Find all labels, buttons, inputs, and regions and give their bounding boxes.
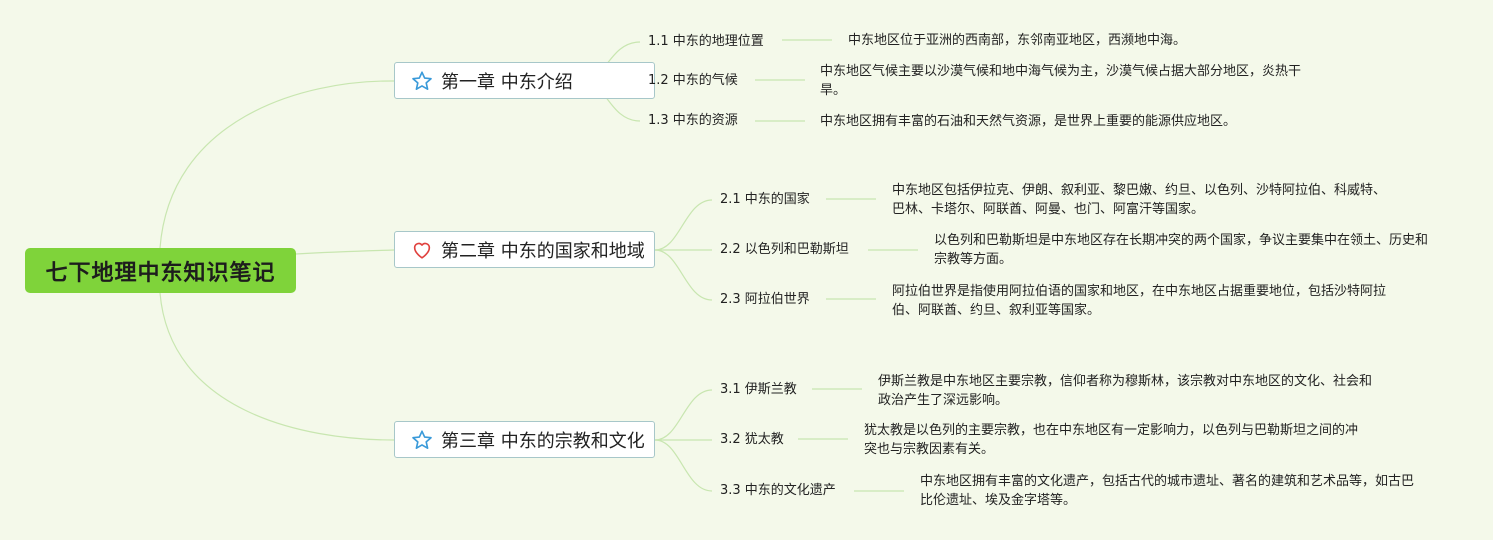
connector-ch3-s1 [654,389,713,441]
section-2-3-title[interactable]: 2.3 阿拉伯世界 [720,292,810,307]
chapter-2-node[interactable]: 第二章 中东的国家和地域 [394,231,655,268]
star-icon [411,70,433,92]
connector-root-ch2 [295,249,395,255]
section-3-3-title[interactable]: 3.3 中东的文化遗产 [720,483,836,498]
section-2-2-text: 以色列和巴勒斯坦是中东地区存在长期冲突的两个国家，争议主要集中在领土、历史和宗教… [934,233,1429,267]
chapter-1-node[interactable]: 第一章 中东介绍 [394,62,655,99]
section-3-2-text: 犹太教是以色列的主要宗教，也在中东地区有一定影响力，以色列与巴勒斯坦之间的冲突也… [864,423,1359,457]
section-1-2-text: 中东地区气候主要以沙漠气候和地中海气候为主，沙漠气候占据大部分地区，炎热干旱。 [820,64,1302,98]
connector-ch3-s3 [654,439,713,492]
section-1-1-title[interactable]: 1.1 中东的地理位置 [648,34,764,49]
chapter-3-node[interactable]: 第三章 中东的宗教和文化 [394,421,655,458]
connector-root-ch3 [159,292,395,441]
chapter-1-title: 第一章 中东介绍 [441,71,573,93]
section-3-2-title[interactable]: 3.2 犹太教 [720,432,784,447]
root-title: 七下地理中东知识笔记 [45,260,276,286]
section-3-3-text: 中东地区拥有丰富的文化遗产，包括古代的城市遗址、著名的建筑和艺术品等，如古巴比伦… [920,474,1415,508]
heart-icon [411,239,433,261]
connector-ch2-s1 [654,199,713,251]
section-1-2-title[interactable]: 1.2 中东的气候 [648,73,738,88]
section-1-3-text: 中东地区拥有丰富的石油和天然气资源，是世界上重要的能源供应地区。 [820,114,1237,129]
section-2-3-text: 阿拉伯世界是指使用阿拉伯语的国家和地区，在中东地区占据重要地位，包括沙特阿拉伯、… [892,284,1387,318]
connector-root-ch1 [159,80,395,249]
root-node[interactable]: 七下地理中东知识笔记 [25,248,296,293]
connector-ch2-s3 [654,249,713,301]
section-3-1-title[interactable]: 3.1 伊斯兰教 [720,382,797,397]
chapter-3-title: 第三章 中东的宗教和文化 [441,430,645,452]
star-icon [411,429,433,451]
section-2-1-text: 中东地区包括伊拉克、伊朗、叙利亚、黎巴嫩、约旦、以色列、沙特阿拉伯、科威特、巴林… [892,183,1387,217]
chapter-2-title: 第二章 中东的国家和地域 [441,240,645,262]
section-2-2-title[interactable]: 2.2 以色列和巴勒斯坦 [720,242,849,257]
section-1-1-text: 中东地区位于亚洲的西南部，东邻南亚地区，西濒地中海。 [848,33,1187,48]
section-1-3-title[interactable]: 1.3 中东的资源 [648,113,738,128]
section-3-1-text: 伊斯兰教是中东地区主要宗教，信仰者称为穆斯林，该宗教对中东地区的文化、社会和政治… [878,374,1373,408]
section-2-1-title[interactable]: 2.1 中东的国家 [720,192,810,207]
